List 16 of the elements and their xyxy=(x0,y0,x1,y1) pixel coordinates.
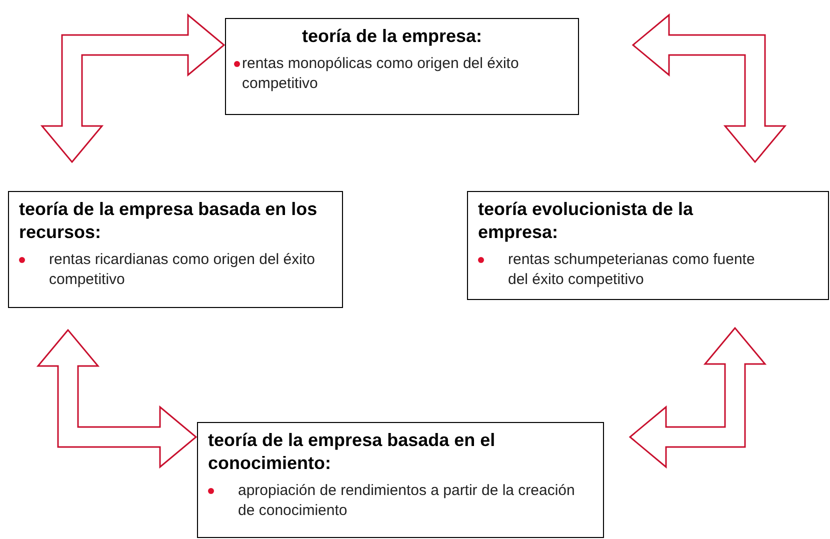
text-box xyxy=(467,191,829,300)
text-box xyxy=(197,422,604,538)
double-arrow xyxy=(40,13,226,164)
text-box xyxy=(225,18,579,115)
box-heading: teoría de la empresa: xyxy=(300,25,484,48)
bullet-text: rentas ricardianas como origen del éxito competitivo xyxy=(49,251,315,288)
double-arrow xyxy=(632,13,787,164)
box-heading: teoría de la empresa basada en el conocimiento: xyxy=(208,429,496,475)
double-arrow xyxy=(36,328,198,469)
bullet-text: rentas schumpeterianas como fuente del éxito competitivo xyxy=(508,251,755,288)
double-arrow xyxy=(628,326,767,469)
box-heading: teoría evolucionista de la empresa: xyxy=(478,198,694,244)
bullet-text: apropiación de rendimientos a partir de la creación de conocimiento xyxy=(238,482,575,519)
bullet-text: rentas monopólicas como origen del éxito competitivo xyxy=(242,55,519,92)
box-heading: teoría de la empresa basada en los recursos: xyxy=(19,198,318,244)
text-box xyxy=(8,191,343,308)
